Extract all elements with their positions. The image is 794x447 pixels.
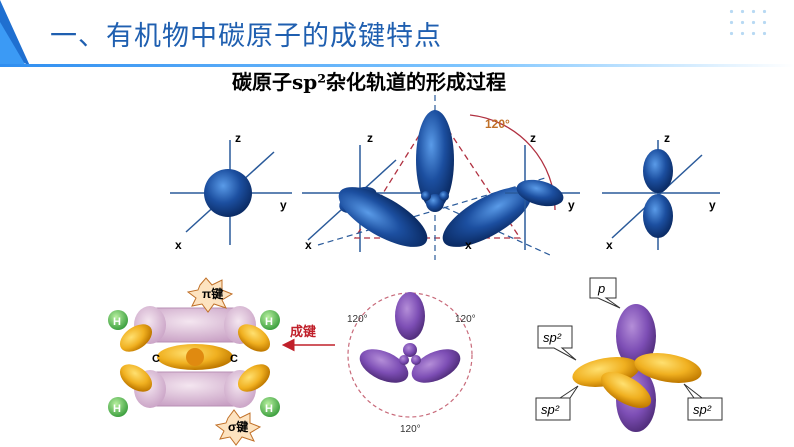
carbon-label: C [152,353,160,365]
sp2-lobe-top [416,110,454,210]
dot-pattern-decoration [726,6,772,42]
p-lobe-bottom [643,194,673,238]
h-label: H [265,316,273,328]
p-lobe-top [643,149,673,193]
header-corner-decoration [0,0,30,66]
axis-label-z: z [530,131,536,145]
sigma-bond-label: σ键 [228,419,248,434]
axis-label-x: x [606,238,613,252]
p-lobe-top [616,304,656,368]
sp2-hybrid-panel: 120° z x x [302,95,556,260]
sp2-lobe-right [442,187,532,247]
section-subtitle: 碳原子sp²杂化轨道的形成过程 [232,70,507,94]
axis-label-x: x [305,238,312,252]
sp2-lobe-left [338,187,428,247]
axis-label-z: z [664,131,670,145]
sp2-callout-left: sp² [537,325,577,361]
h-label: H [113,403,121,415]
bond-formation-label: 成键 [290,324,316,339]
axis-label-y: y [709,198,716,212]
s-orbital-panel: z y x [170,131,292,252]
axis-label-y: y [280,198,287,212]
svg-text:sp²: sp² [541,402,560,417]
svg-text:sp²: sp² [693,402,712,417]
svg-text:sp²: sp² [543,330,562,345]
axis-label-z: z [235,131,241,145]
sp2-top-view-diagram: 120° 120° 120° [347,292,476,435]
angle-label: 120° [400,424,421,435]
ethylene-bond-diagram: H H H H C C π键 σ键 [108,277,280,446]
svg-text:p: p [597,281,605,296]
hydrogen-atom [108,310,128,330]
angle-label-120: 120° [485,117,510,131]
sp2-lobe-front [600,372,652,408]
sp2-labeled-diagram: p sp² sp² sp² [535,277,723,432]
hydrogen-atom [260,397,280,417]
carbon-label: C [230,353,238,365]
axis-label-y: y [568,198,575,212]
h-label: H [265,403,273,415]
axis-label-z: z [367,131,373,145]
angle-label: 120° [347,314,368,325]
purple-lobe-right [411,349,461,383]
purple-lobe-top [395,292,425,340]
axis-label-x: x [465,238,472,252]
hydrogen-atom [260,310,280,330]
angle-label: 120° [455,314,476,325]
axis-label-x: x [175,238,182,252]
p-orbital-panel: z y x [602,131,720,252]
title-underline [0,64,794,67]
sp2-lobe-right [634,353,702,383]
page-title: 一、有机物中碳原子的成键特点 [50,21,442,52]
p-callout: p [589,277,621,309]
s-orbital-sphere [204,169,252,217]
h-label: H [113,316,121,328]
sp2-callout-bottom-right: sp² [683,383,723,421]
sp2-callout-bottom-left: sp² [535,385,579,421]
hydrogen-atom [108,397,128,417]
purple-lobe-left [359,349,409,383]
sp2-small-panel: z y [505,131,580,250]
bond-formation-arrow: 成键 [281,324,335,352]
pi-bond-label: π键 [202,286,223,301]
